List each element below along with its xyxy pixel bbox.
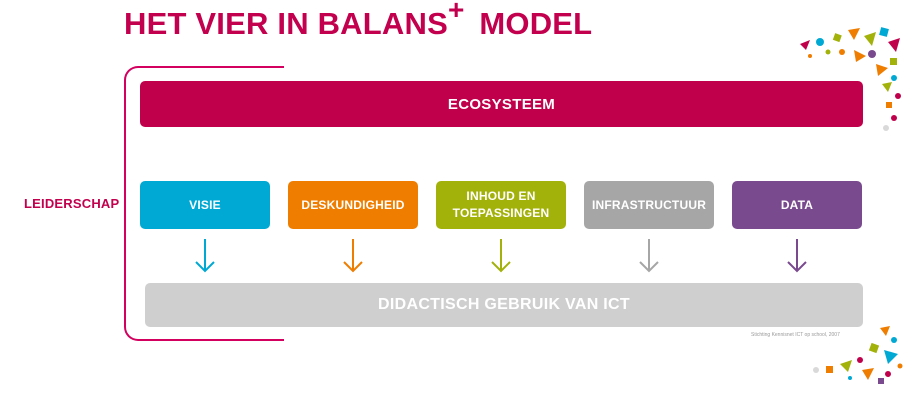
pillar-label: INFRASTRUCTUUR bbox=[591, 197, 707, 212]
pillar-deskundigheid: DESKUNDIGHEID bbox=[288, 181, 418, 229]
title-suffix: MODEL bbox=[479, 6, 593, 41]
pillar-label: DESKUNDIGHEID bbox=[301, 197, 405, 212]
arrow-down-icon bbox=[343, 239, 363, 273]
leadership-label: LEIDERSCHAP bbox=[24, 196, 120, 211]
ecosystem-label: ECOSYSTEEM bbox=[447, 95, 556, 113]
arrow-down-icon bbox=[491, 239, 511, 273]
didactic-use-label: DIDACTISCH GEBRUIK VAN ICT bbox=[378, 296, 630, 313]
pillar-data: DATA bbox=[732, 181, 862, 229]
pillar-visie: VISIE bbox=[140, 181, 270, 229]
pillar-label: DATA bbox=[780, 197, 814, 212]
source-note: Stichting Kennisnet ICT op school, 2007 bbox=[751, 332, 840, 338]
pillar-label: VISIE bbox=[189, 197, 221, 212]
arrow-down-icon bbox=[195, 239, 215, 273]
page-title: HET VIER IN BALANS+ MODEL bbox=[124, 0, 593, 42]
pillar-inhoud: INHOUD EN TOEPASSINGEN bbox=[436, 181, 566, 229]
arrow-down-icon bbox=[639, 239, 659, 273]
title-superscript: + bbox=[447, 0, 465, 25]
pillar-label: INHOUD EN TOEPASSINGEN bbox=[452, 189, 550, 220]
title-main: HET VIER IN BALANS bbox=[124, 6, 448, 41]
leadership-bracket bbox=[124, 66, 284, 341]
arrow-down-icon bbox=[787, 239, 807, 273]
pillar-infrastructuur: INFRASTRUCTUUR bbox=[584, 181, 714, 229]
confetti-decoration-bottom bbox=[813, 326, 903, 384]
didactic-use-bar: DIDACTISCH GEBRUIK VAN ICT bbox=[145, 283, 863, 327]
confetti-decoration-top bbox=[800, 27, 901, 131]
ecosystem-bar: ECOSYSTEEM bbox=[140, 81, 863, 127]
